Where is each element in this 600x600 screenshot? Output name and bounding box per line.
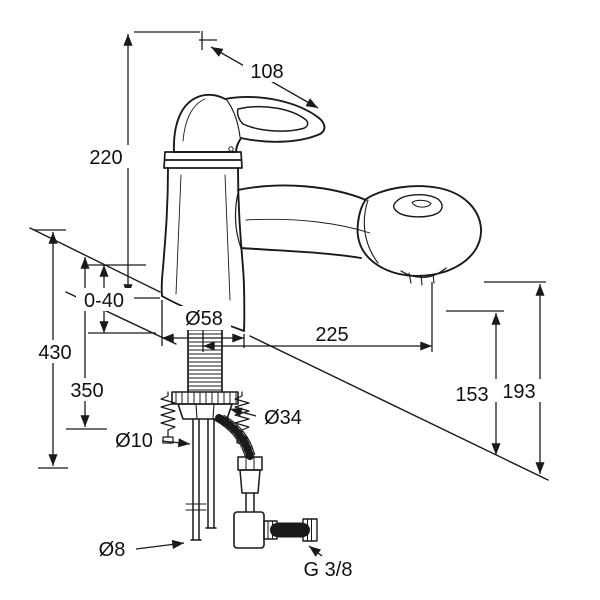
spout-bottom-edge <box>240 247 362 259</box>
left-stud-spring <box>160 391 176 438</box>
spray-head-outline <box>356 185 482 277</box>
reach-225-dim-label: 225 <box>315 324 348 346</box>
elbow-body <box>233 511 265 549</box>
dim-108-extension <box>199 31 217 50</box>
length-430-dim-label: 430 <box>38 342 71 364</box>
connection-nut-2 <box>302 518 318 542</box>
spout-top-edge <box>237 184 367 201</box>
handle-outline <box>173 93 326 153</box>
body-right-edge <box>237 167 246 332</box>
mounting-nut-facets <box>195 403 215 420</box>
connection-nut-2-facets <box>307 518 312 542</box>
pipe-clip <box>185 503 207 511</box>
handle-joint-line <box>225 98 241 138</box>
deck-line-right <box>249 335 549 481</box>
left-stud-nut <box>162 436 174 444</box>
connection-hose-edges <box>276 522 304 538</box>
aerator-arc <box>400 267 447 278</box>
valve-body <box>239 469 261 494</box>
dim-220-extensions <box>134 31 200 299</box>
spray-head-crease <box>363 199 379 264</box>
diameter-34-dim-label: Ø34 <box>264 407 302 429</box>
diameter-8-dim-label: Ø8 <box>99 539 126 561</box>
handle-length-dim-label: 108 <box>250 61 283 83</box>
body-screw-dot <box>228 146 234 152</box>
supply-pipes <box>190 418 217 541</box>
dim-040-extensions <box>88 264 156 334</box>
body-left-edge <box>160 167 169 297</box>
spout-body-joint <box>234 188 242 249</box>
spray-button-outer <box>392 193 443 218</box>
spray-button-inner <box>411 199 432 208</box>
handle-loop-cutout <box>236 105 309 132</box>
length-350-dim-label: 350 <box>70 380 103 402</box>
horseshoe-hatch <box>175 392 237 404</box>
hose-edges <box>213 414 256 458</box>
aerator-ticks <box>408 272 435 286</box>
shank-threads <box>187 325 223 391</box>
body-contour-lines <box>175 174 231 301</box>
height-220-dim-label: 220 <box>89 147 122 169</box>
leader-10 <box>161 438 191 448</box>
spout-contour-line <box>245 218 371 234</box>
dome-contour-line <box>182 98 206 142</box>
diameter-10-dim-label: Ø10 <box>115 430 153 452</box>
deck-thickness-dim-label: 0-40 <box>84 290 124 312</box>
height-193-dim-label: 193 <box>502 381 535 403</box>
leader-g38 <box>308 545 323 557</box>
valve-nut-facets <box>245 456 255 471</box>
leader-34 <box>229 407 257 417</box>
dimension-labels: 108 220 0-40 430 350 Ø58 225 153 193 Ø34… <box>31 59 542 581</box>
deck-top-line-left <box>29 227 161 293</box>
leader-8 <box>135 539 185 550</box>
base-diameter-dim-label: Ø58 <box>185 308 223 330</box>
height-153-dim-label: 153 <box>455 384 488 406</box>
thread-g38-dim-label: G 3/8 <box>304 559 353 581</box>
hose-braid <box>215 414 254 460</box>
collar-ring <box>163 151 243 169</box>
valve-neck <box>245 492 255 513</box>
dim-430-extensions <box>33 229 68 469</box>
